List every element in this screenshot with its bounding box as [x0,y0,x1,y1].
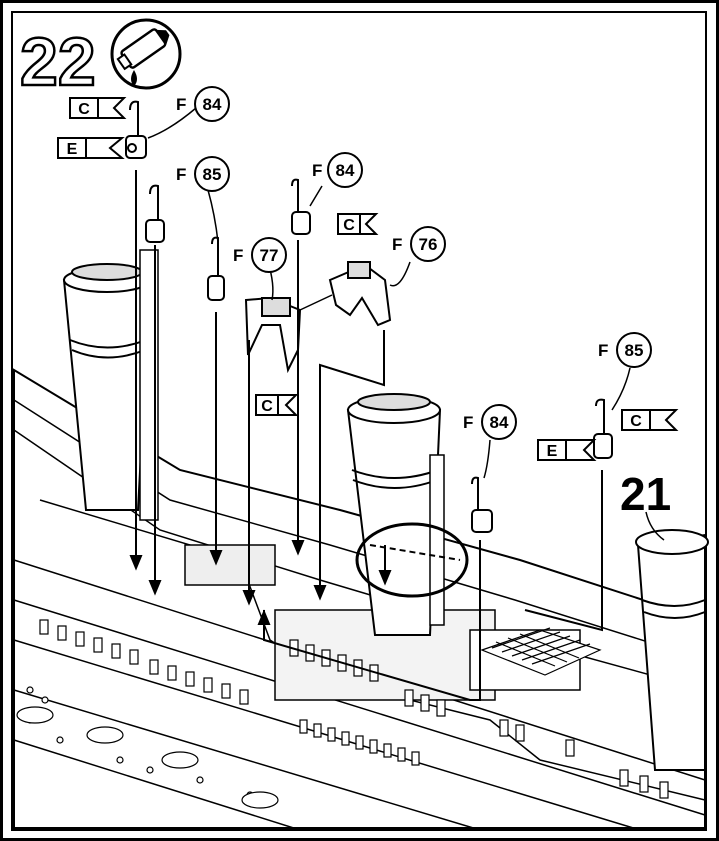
callout-f77: F 77 [233,237,287,273]
callout-f85-right: F 85 [598,332,652,368]
color-flag-c-right: C [621,409,679,431]
color-flag-c-bottom: C [255,394,299,416]
svg-text:F: F [392,235,402,254]
svg-text:84: 84 [203,95,222,114]
svg-text:E: E [547,443,558,460]
grating [480,627,602,676]
color-flag-e-top: E [57,137,125,159]
callout-f84-top: F 84 [176,86,230,122]
step-reference-leader [645,511,665,541]
svg-text:84: 84 [490,413,509,432]
part-f77 [244,296,302,374]
funnel-middle [346,393,445,636]
svg-text:C: C [261,398,273,415]
parts [125,100,613,533]
step-number: 22 [20,24,96,100]
svg-text:E: E [67,141,78,158]
svg-text:F: F [463,413,473,432]
funnel-right [635,529,709,771]
svg-text:84: 84 [336,161,355,180]
funnel-left [62,249,159,521]
part-f84-b [291,178,311,235]
svg-text:85: 85 [625,341,644,360]
svg-text:76: 76 [419,235,438,254]
svg-text:85: 85 [203,165,222,184]
svg-text:F: F [233,246,243,265]
part-f85-a [145,184,165,243]
step-reference: 21 [620,468,671,520]
callout-f84-middle: F 84 [312,152,363,188]
color-flag-c-middle: C [337,213,379,235]
leader-lines [147,107,631,479]
color-flag-c-top: C [69,97,127,119]
detail-magnifier [355,522,469,598]
callout-f84-right: F 84 [463,404,517,440]
color-flag-e-right: E [537,439,597,461]
callout-f85-left: F 85 [176,156,230,192]
svg-text:C: C [630,413,642,430]
part-f84-c [471,476,493,533]
glue-tube-icon [110,18,182,90]
panel-frame [11,11,707,831]
callout-f76: F 76 [392,226,446,262]
svg-text:77: 77 [260,246,279,265]
svg-text:F: F [176,165,186,184]
placement-arrows [129,170,603,701]
svg-text:F: F [312,161,322,180]
svg-text:F: F [598,341,608,360]
svg-text:F: F [176,95,186,114]
part-f85-c [593,398,613,459]
part-f85-b [207,236,225,301]
svg-text:C: C [343,217,355,234]
part-f84-a [125,100,147,159]
part-f76 [328,261,392,327]
svg-text:C: C [78,101,90,118]
